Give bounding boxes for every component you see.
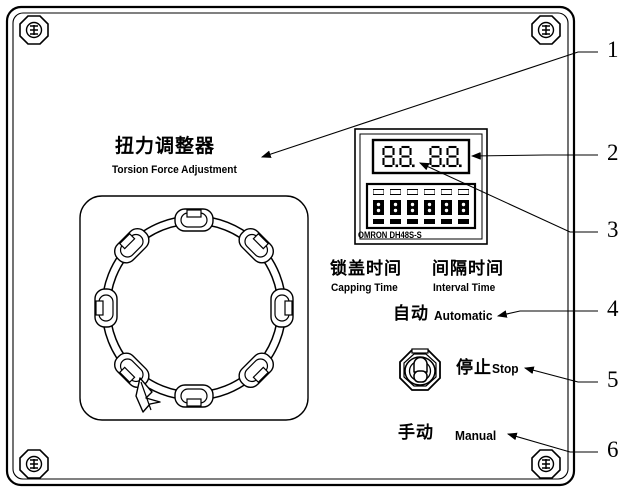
interval-time-digits (429, 145, 462, 168)
timer-brand-label: OMRON DH48S-S (358, 230, 422, 240)
automatic-label-en: Automatic (434, 308, 493, 323)
capping-time-label-cn: 锁盖时间 (330, 259, 402, 279)
leader-line-4 (496, 310, 598, 318)
stop-label-cn: 停止 (456, 358, 492, 378)
ring-grip-tab (174, 384, 214, 408)
callout-leader-lines (260, 51, 598, 453)
stop-label-en: Stop (492, 361, 519, 376)
torsion-label-cn: 扭力调整器 (115, 135, 216, 157)
callout-number-4: 4 (607, 296, 619, 321)
leader-line-1 (260, 51, 598, 158)
leader-line-5 (523, 366, 598, 383)
ring-grip-tab (270, 288, 294, 328)
ring-pointer-icon (135, 377, 161, 413)
callout-number-5: 5 (607, 367, 619, 392)
timer-switch-bank[interactable] (365, 182, 477, 230)
mode-selector-switch[interactable] (399, 348, 441, 391)
timer-display (381, 144, 462, 169)
capping-time-digits (382, 145, 415, 168)
interval-time-label-en: Interval Time (433, 282, 496, 294)
callout-number-2: 2 (607, 140, 619, 165)
screw-top-right (531, 15, 561, 45)
ring-grip-tab (94, 288, 118, 328)
ring-grip-tab (114, 228, 150, 264)
screw-bottom-left (19, 449, 49, 479)
ring-grip-tab (174, 208, 214, 232)
interval-time-label-cn: 间隔时间 (432, 259, 504, 279)
ring-grip-tab (238, 352, 274, 388)
automatic-label-cn: 自动 (393, 304, 429, 324)
callout-number-1: 1 (607, 37, 619, 62)
capping-time-label-en: Capping Time (331, 282, 398, 294)
leader-line-2 (470, 152, 598, 160)
manual-label-en: Manual (455, 428, 497, 443)
ring-grip-tab (238, 228, 274, 264)
screw-top-left (19, 15, 49, 45)
torsion-label-en: Torsion Force Adjustment (112, 164, 237, 176)
manual-label-cn: 手动 (398, 423, 434, 443)
leader-line-6 (506, 432, 598, 453)
screw-bottom-right (531, 449, 561, 479)
callout-number-3: 3 (607, 217, 619, 242)
callout-number-6: 6 (607, 437, 619, 462)
leader-line-3 (419, 162, 598, 233)
torsion-adjustment-ring[interactable] (94, 208, 294, 413)
